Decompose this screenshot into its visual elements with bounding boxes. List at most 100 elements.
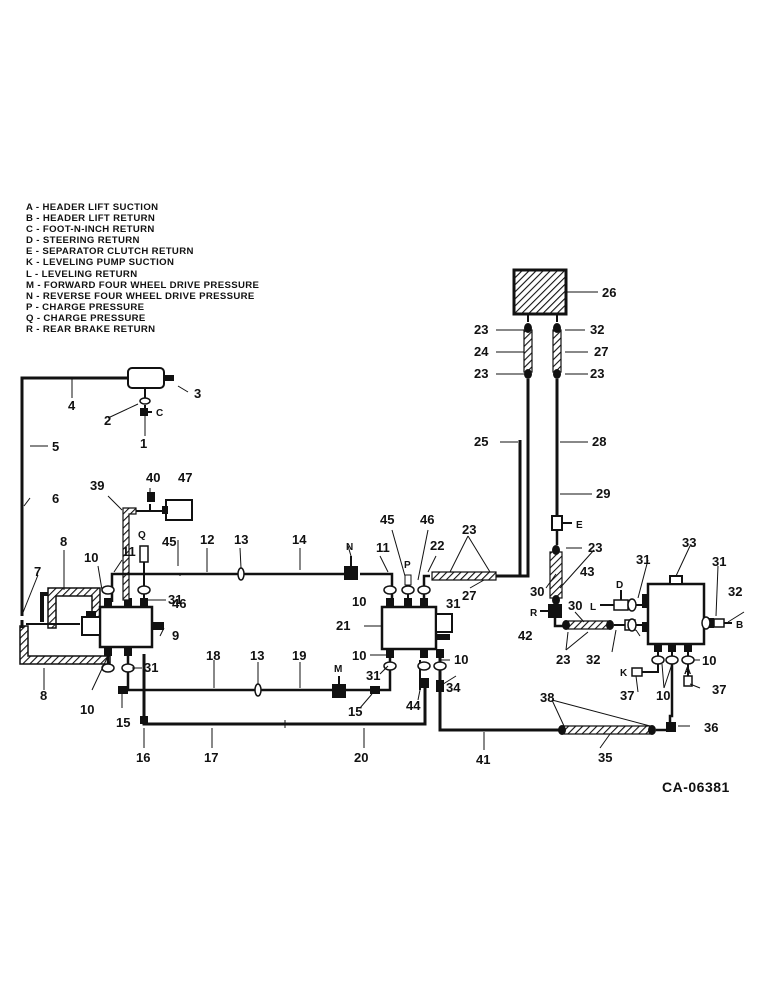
callout: 31 <box>636 552 650 567</box>
callout: 25 <box>474 434 488 449</box>
callout: 36 <box>704 720 718 735</box>
callout: 23 <box>474 322 488 337</box>
legend-item: N - REVERSE FOUR WHEEL DRIVE PRESSURE <box>26 290 255 302</box>
port-letter: M <box>334 664 342 675</box>
callout: 4 <box>68 398 76 413</box>
hose-35 <box>558 660 676 735</box>
port-letter: B <box>736 620 743 631</box>
callout: 23 <box>590 366 604 381</box>
callout: 17 <box>204 750 218 765</box>
callout: 45 <box>162 534 176 549</box>
callout: 10 <box>80 702 94 717</box>
oil-cooler <box>512 268 568 322</box>
callout: 37 <box>620 688 634 703</box>
callout: 23 <box>474 366 488 381</box>
port-letter: A <box>684 666 691 677</box>
callout: 11 <box>376 540 390 555</box>
left-upper-lines <box>20 367 174 616</box>
callout: 39 <box>90 478 104 493</box>
callout: 45 <box>380 512 394 527</box>
hose-24 <box>520 323 533 578</box>
callout: 37 <box>712 682 726 697</box>
reservoir <box>642 575 732 652</box>
hose-30 <box>549 530 563 605</box>
callout: 31 <box>446 596 460 611</box>
port-letter: N <box>346 542 353 553</box>
leader-lines <box>21 291 745 750</box>
port-letter: K <box>620 668 628 679</box>
legend-item: L - LEVELING RETURN <box>26 268 138 280</box>
callout: 31 <box>366 668 380 683</box>
hose-27-upper <box>551 323 572 531</box>
callout: 26 <box>602 285 616 300</box>
callout: 13 <box>250 648 264 663</box>
callout: 33 <box>682 535 696 550</box>
callout: 19 <box>292 648 306 663</box>
callout: 11 <box>122 544 136 559</box>
port-letter: D <box>616 580 623 591</box>
left-valve-body <box>81 598 164 656</box>
callout: 30 <box>568 598 582 613</box>
o-rings <box>101 585 711 673</box>
callout: 31 <box>168 592 182 607</box>
middle-valve-body <box>380 574 453 658</box>
callout: 44 <box>406 698 421 713</box>
drawing-number: CA-06381 <box>662 779 730 795</box>
legend-item: B - HEADER LIFT RETURN <box>26 213 156 225</box>
callout: 35 <box>598 750 612 765</box>
port-letter: R <box>530 608 538 619</box>
callout: 23 <box>556 652 570 667</box>
callout: 43 <box>580 564 594 579</box>
legend-item: A - HEADER LIFT SUCTION <box>26 202 159 213</box>
legend-item: P - CHARGE PRESSURE <box>26 301 145 313</box>
callout: 38 <box>540 690 554 705</box>
port-letter: P <box>404 560 411 571</box>
callout: 9 <box>172 628 179 643</box>
port-letter: E <box>576 520 583 531</box>
callout: 10 <box>352 648 366 663</box>
callout: 2 <box>104 413 111 428</box>
legend-item: D - STEERING RETURN <box>26 235 140 247</box>
legend-item: C - FOOT-N-INCH RETURN <box>26 224 155 236</box>
callout: 40 <box>146 470 160 485</box>
callout: 6 <box>52 491 59 506</box>
legend: A - HEADER LIFT SUCTION B - HEADER LIFT … <box>26 202 259 335</box>
callout: 18 <box>206 648 220 663</box>
callout: 32 <box>728 584 742 599</box>
callout: 12 <box>200 532 214 547</box>
callout: 7 <box>34 564 41 579</box>
callout: 14 <box>292 532 307 547</box>
callout: 24 <box>474 344 489 359</box>
callout: 31 <box>712 554 726 569</box>
callout: 15 <box>348 704 362 719</box>
callout: 10 <box>702 653 716 668</box>
callout: 32 <box>590 322 604 337</box>
legend-item: K - LEVELING PUMP SUCTION <box>26 257 175 269</box>
callout: 31 <box>144 660 158 675</box>
callout-labels: 1 2 3 4 5 6 7 8 8 9 10 10 10 10 10 10 10… <box>34 285 742 767</box>
callout: 41 <box>476 752 490 767</box>
callout: 46 <box>172 596 186 611</box>
callout: 10 <box>84 550 98 565</box>
callout: 1 <box>140 436 147 451</box>
legend-item: R - REAR BRAKE RETURN <box>26 324 156 336</box>
callout: 47 <box>178 470 192 485</box>
callout: 10 <box>352 594 366 609</box>
callout: 46 <box>420 512 434 527</box>
port-letter: C <box>156 408 163 419</box>
legend-item: E - SEPARATOR CLUTCH RETURN <box>26 246 194 258</box>
callout: 34 <box>446 680 461 695</box>
callout: 10 <box>656 688 670 703</box>
port-letter: L <box>590 602 596 613</box>
callout: 15 <box>116 715 130 730</box>
callout: 10 <box>454 652 468 667</box>
upper-crossover-line <box>110 545 394 604</box>
callout: 5 <box>52 439 59 454</box>
hose-39 <box>122 492 193 601</box>
callout: 29 <box>596 486 610 501</box>
legend-item: Q - CHARGE PRESSURE <box>26 312 146 324</box>
callout: 30 <box>530 584 544 599</box>
callout: 23 <box>462 522 476 537</box>
callout: 28 <box>592 434 606 449</box>
callout: 21 <box>336 618 350 633</box>
